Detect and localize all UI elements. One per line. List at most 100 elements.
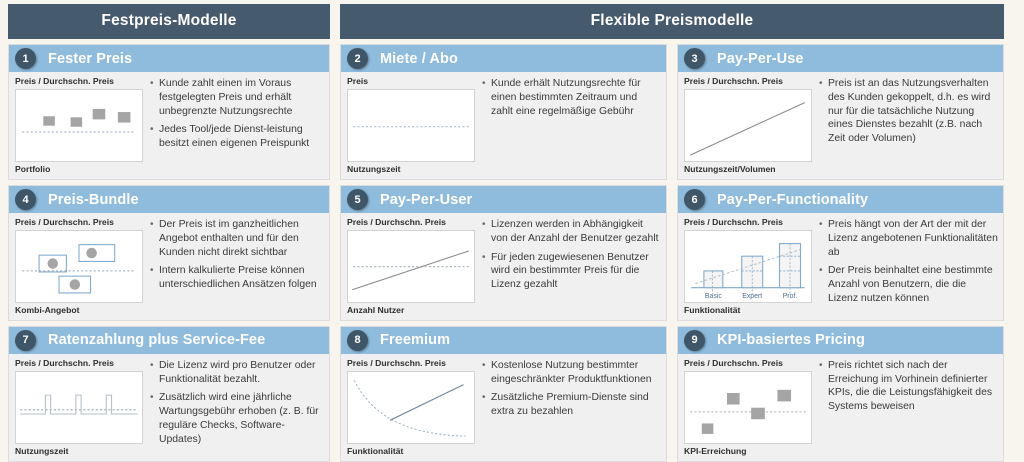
chart-4-svg <box>22 243 136 294</box>
card-number-badge: 1 <box>15 48 36 70</box>
bullet-text: Zusätzlich wird eine jährliche Wartungsg… <box>159 392 319 445</box>
card-title: Pay-Per-Functionality <box>717 191 869 208</box>
card-row: 1 Fester Preis Preis / Durchschn. Preis <box>8 44 330 181</box>
chart-3-svg <box>690 102 805 156</box>
chart-column: Preis / Durchschn. Preis Funktionalität <box>347 358 475 457</box>
card-freemium[interactable]: 8 Freemium Preis / Durchschn. Preis <box>340 325 667 462</box>
card-row: 7 Ratenzahlung plus Service-Fee Preis / … <box>8 325 330 462</box>
card-header: 5 Pay-Per-User <box>341 186 666 214</box>
card-pay-per-use[interactable]: 3 Pay-Per-Use Preis / Durchschn. Preis N… <box>677 44 1004 181</box>
bullet-list: • Der Preis ist im ganzheitlichen Angebo… <box>143 217 324 316</box>
card-pay-per-functionality[interactable]: 6 Pay-Per-Functionality Preis / Durchsch… <box>677 185 1004 321</box>
chart-column: Preis / Durchschn. Preis KP <box>684 358 812 457</box>
card-number-badge: 6 <box>684 189 705 211</box>
flexible-card-grid: 2 Miete / Abo Preis Nutzungszeit <box>340 44 1004 462</box>
bullet-item: • Preis richtet sich nach der Erreichung… <box>819 359 998 414</box>
x-axis-label: Portfolio <box>15 164 51 175</box>
bullet-dot-icon: • <box>150 265 154 277</box>
card-body: Preis / Durchschn. Preis Nutzungszeit <box>9 354 329 461</box>
card-body: Preis Nutzungszeit • Kunde erh <box>341 72 666 179</box>
card-title: Pay-Per-Use <box>717 50 804 67</box>
chart-column: Preis Nutzungszeit <box>347 76 475 175</box>
chart-column: Preis / Durchschn. Preis Nutzungszeit/Vo… <box>684 76 812 175</box>
chart-column: Preis / Durchschn. Preis <box>15 217 143 316</box>
bullet-dot-icon: • <box>482 359 486 371</box>
card-title: Ratenzahlung plus Service-Fee <box>48 332 266 349</box>
bullet-text: Preis richtet sich nach der Erreichung i… <box>828 359 993 413</box>
x-axis-label: Kombi-Angebot <box>15 305 80 316</box>
y-axis-label: Preis / Durchschn. Preis <box>347 217 446 228</box>
bullet-dot-icon: • <box>482 251 486 263</box>
chart-7-svg <box>20 394 138 415</box>
bullet-dot-icon: • <box>482 78 486 90</box>
card-header: 2 Miete / Abo <box>341 45 666 73</box>
bullet-text: Der Preis ist im ganzheitlichen Angebot … <box>159 219 299 258</box>
bullet-item: • Kostenlose Nutzung bestimmter eingesch… <box>482 359 661 386</box>
card-miete-abo[interactable]: 2 Miete / Abo Preis Nutzungszeit <box>340 44 667 181</box>
bullet-dot-icon: • <box>150 359 154 371</box>
y-axis-label: Preis / Durchschn. Preis <box>15 76 114 87</box>
card-title: KPI-basiertes Pricing <box>717 332 865 349</box>
card-body: Preis / Durchschn. Preis Po <box>9 72 329 179</box>
bullet-dot-icon: • <box>482 219 486 231</box>
bullet-text: Lizenzen werden in Abhängigkeit von der … <box>491 219 659 244</box>
chart-2-svg <box>353 126 469 128</box>
card-body: Preis / Durchschn. Preis Nutzungszeit/Vo… <box>678 72 1003 179</box>
bullet-item: • Lizenzen werden in Abhängigkeit von de… <box>482 218 661 245</box>
y-axis-label: Preis / Durchschn. Preis <box>684 76 783 87</box>
card-pay-per-user[interactable]: 5 Pay-Per-User Preis / Durchschn. Preis <box>340 185 667 321</box>
x-axis-label: Funktionalität <box>347 446 404 457</box>
chart-column: Preis / Durchschn. Preis <box>684 217 812 316</box>
x-axis-label: Nutzungszeit <box>347 164 401 175</box>
chart-9-svg <box>690 389 806 434</box>
bullet-item: • Kunde zahlt einen im Voraus festgelegt… <box>150 77 324 118</box>
y-axis-label: Preis / Durchschn. Preis <box>684 217 783 228</box>
card-title: Freemium <box>380 332 451 349</box>
group-header-festpreis: Festpreis-Modelle <box>8 4 330 40</box>
bullet-text: Intern kalkulierte Preise können untersc… <box>159 265 317 291</box>
bullet-item: • Preis hängt von der Art der mit der Li… <box>819 218 998 259</box>
bullet-text: Kostenlose Nutzung bestimmter eingeschrä… <box>491 359 652 385</box>
chart-5-plot <box>347 229 475 304</box>
chart-9-plot <box>684 370 812 445</box>
group-header-flexible: Flexible Preismodelle <box>340 4 1004 40</box>
card-preis-bundle[interactable]: 4 Preis-Bundle Preis / Durchschn. Preis <box>8 185 330 321</box>
card-fester-preis[interactable]: 1 Fester Preis Preis / Durchschn. Preis <box>8 44 330 181</box>
card-header: 1 Fester Preis <box>9 45 329 73</box>
y-axis-label: Preis / Durchschn. Preis <box>684 357 783 368</box>
bullet-list: • Preis richtet sich nach der Erreichung… <box>812 358 998 457</box>
bullet-text: Kunde zahlt einen im Voraus festgelegten… <box>159 78 293 117</box>
bullet-list: • Preis ist an das Nutzungsverhalten des… <box>812 76 998 175</box>
bullet-item: • Zusätzlich wird eine jährliche Wartung… <box>150 391 324 446</box>
card-body: Preis / Durchschn. Preis <box>9 213 329 320</box>
bullet-text: Preis ist an das Nutzungsverhalten des K… <box>828 78 991 145</box>
card-header: 9 KPI-basiertes Pricing <box>678 326 1003 354</box>
x-axis-label: Funktionalität <box>684 305 741 316</box>
bullet-item: • Die Lizenz wird pro Benutzer oder Funk… <box>150 359 324 386</box>
bullet-dot-icon: • <box>482 392 486 404</box>
y-axis-label: Preis <box>347 76 369 87</box>
card-kpi-pricing[interactable]: 9 KPI-basiertes Pricing Preis / Durchsch… <box>677 325 1004 462</box>
bullet-list: • Preis hängt von der Art der mit der Li… <box>812 217 998 316</box>
festpreis-card-stack: 1 Fester Preis Preis / Durchschn. Preis <box>8 44 330 462</box>
chart-8-plot <box>347 370 475 445</box>
card-body: Preis / Durchschn. Preis <box>678 213 1003 320</box>
card-number-badge: 4 <box>15 189 36 211</box>
bullet-dot-icon: • <box>819 219 823 231</box>
y-axis-label: Preis / Durchschn. Preis <box>347 357 446 368</box>
bullet-text: Für jeden zugewiesenen Benutzer wird ein… <box>491 251 649 291</box>
x-axis-label: Nutzungszeit <box>15 446 69 457</box>
bullet-dot-icon: • <box>150 124 154 136</box>
chart-1-plot <box>15 89 143 163</box>
bullet-text: Die Lizenz wird pro Benutzer oder Funkti… <box>159 359 316 385</box>
chart-4-plot <box>15 229 143 304</box>
chart-7-plot <box>15 370 143 445</box>
bullet-item: • Zusätzliche Premium-Dienste sind extra… <box>482 391 661 418</box>
card-title: Preis-Bundle <box>48 191 139 208</box>
card-body: Preis / Durchschn. Preis KP <box>678 354 1003 461</box>
bullet-text: Kunde erhält Nutzungsrechte für einen be… <box>491 78 641 117</box>
bar-tick-basic: Basic <box>705 293 722 300</box>
chart-6-plot: Basic Expert Prof. <box>684 229 812 304</box>
x-axis-label: Nutzungszeit/Volumen <box>684 164 776 175</box>
card-ratenzahlung[interactable]: 7 Ratenzahlung plus Service-Fee Preis / … <box>8 325 330 462</box>
